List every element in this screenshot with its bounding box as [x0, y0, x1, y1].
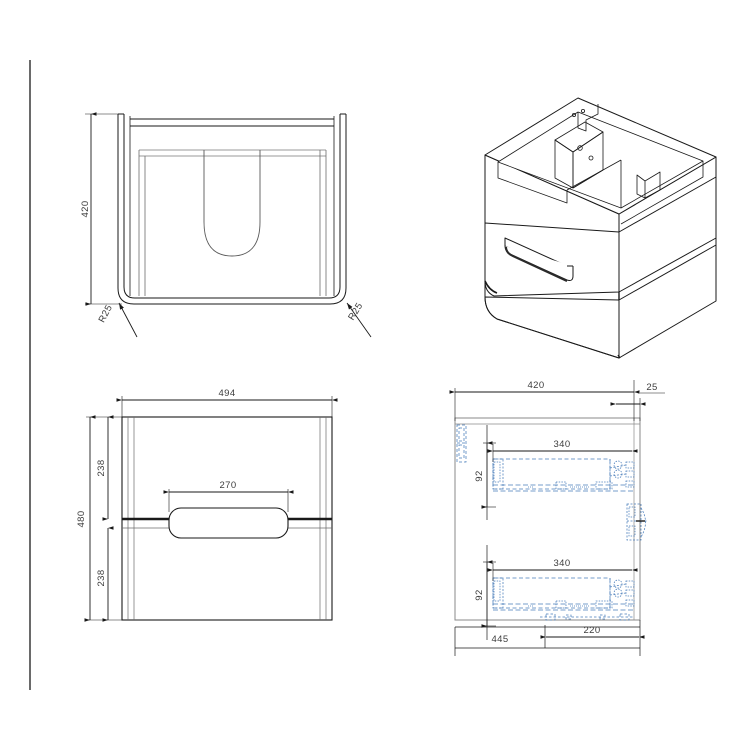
view-isometric [484, 97, 717, 359]
dim-plan-width: 494 [116, 388, 338, 421]
side-runner-lower [492, 577, 635, 611]
iso-drawer-lower [484, 244, 717, 359]
plan-handle [168, 507, 289, 539]
view-side-section: 420 25 340 92 [449, 380, 665, 656]
side-bottom-rail [540, 613, 634, 621]
dim-label-plan-handle-width: 270 [219, 480, 236, 491]
iso-drawer-seam [484, 280, 498, 294]
dim-plan-depth-upper: 238 [96, 415, 114, 521]
dim-label-side-runner-bottom-length: 340 [553, 558, 570, 569]
front-basin-well [139, 149, 326, 157]
dim-label-plan-depth-upper: 238 [96, 459, 107, 476]
front-basin-well-edges [138, 150, 327, 296]
dim-side-depth: 420 [449, 380, 640, 421]
front-top-rail [130, 118, 334, 127]
iso-rear-notch [572, 104, 599, 132]
view-plan: 494 480 238 238 [76, 388, 338, 622]
iso-interior-edges [497, 159, 704, 225]
dim-plan-handle-width: 270 [163, 480, 294, 512]
dim-label-front-height: 420 [80, 200, 91, 217]
dim-front-radius-left: R25 [97, 302, 138, 338]
dim-label-side-runner-top-height: 92 [474, 470, 485, 481]
dim-front-height: 420 [80, 112, 122, 306]
dim-side-runner-bottom-length: 340 [487, 558, 638, 581]
dim-front-radius-right: R25 [346, 301, 372, 338]
dim-label-side-depth: 420 [527, 380, 544, 391]
dim-label-side-runner-top-length: 340 [553, 439, 570, 450]
dim-side-runner-top-length: 340 [487, 439, 638, 462]
dim-label-plan-width: 494 [218, 388, 235, 399]
dim-side-base-band: 445 220 [454, 620, 645, 656]
dim-label-front-radius-right: R25 [346, 301, 365, 323]
dim-label-side-runner-bottom-height: 92 [474, 589, 485, 600]
view-front-elevation: 420 R25 R25 [80, 112, 372, 338]
dim-side-overhang: 25 [610, 382, 665, 421]
dim-plan-depth-total: 480 [76, 415, 124, 622]
dim-label-plan-depth-lower: 238 [96, 569, 107, 586]
front-cabinet-outline [117, 113, 347, 305]
iso-edge-accents [617, 292, 621, 359]
front-basin-bowl-cutout [203, 150, 261, 257]
side-runner-upper [492, 458, 635, 492]
dim-label-side-base-right: 220 [583, 625, 600, 636]
front-side-panels [129, 116, 335, 296]
dim-label-side-overhang: 25 [646, 382, 657, 393]
side-back-bracket [456, 424, 467, 463]
dim-label-side-base-left: 445 [491, 634, 508, 645]
dim-side-runner-bottom-height: 92 [474, 560, 496, 628]
dim-label-plan-depth-total: 480 [76, 510, 87, 527]
iso-side-tab [636, 171, 661, 199]
dim-side-runner-top-height: 92 [474, 441, 496, 509]
side-middle-catch [626, 503, 647, 541]
dim-plan-depth-lower: 238 [96, 526, 114, 622]
iso-handle-shadow [504, 246, 568, 282]
dim-label-front-radius-left: R25 [97, 303, 115, 325]
